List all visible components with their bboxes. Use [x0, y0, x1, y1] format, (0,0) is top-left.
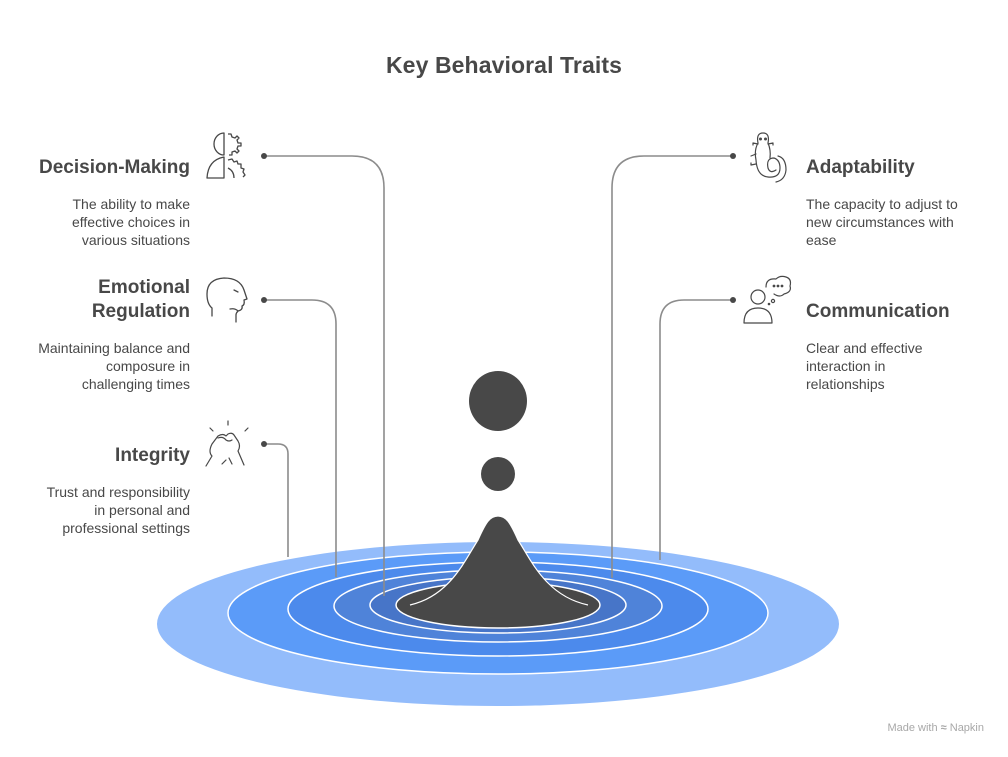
diagram-title: Key Behavioral Traits [385, 52, 623, 78]
drop-large [469, 371, 527, 431]
footer-made-with: Made with [887, 722, 938, 734]
connector-integrity [264, 443, 289, 557]
desc-line: composure in [105, 358, 190, 374]
desc-line: ease [806, 232, 837, 248]
handshake-icon [205, 420, 249, 467]
desc-line: Clear and effective [806, 340, 923, 356]
desc-line: The ability to make [72, 196, 191, 212]
connector-dot-decision-making [261, 153, 267, 159]
napkin-logo-icon: ≈ [940, 722, 947, 734]
trait-title-integrity: Integrity [115, 445, 190, 466]
title-line: Emotional [98, 277, 190, 298]
trait-desc-integrity: Trust and responsibility in personal and… [47, 483, 190, 537]
brain-gear-icon [206, 132, 246, 179]
desc-line: interaction in [806, 358, 886, 374]
trait-desc-emotional-regulation: Maintaining balance and composure in cha… [38, 339, 190, 393]
trait-title-emotional-regulation: Emotional Regulation [92, 276, 190, 324]
trait-title-adaptability: Adaptability [806, 157, 915, 178]
desc-line: challenging times [81, 376, 190, 392]
footer-brand[interactable]: Napkin [949, 722, 984, 734]
connector-dot-communication [730, 297, 736, 303]
desc-line: The capacity to adjust to [806, 196, 958, 212]
trait-title-decision-making: Decision-Making [39, 157, 190, 178]
connectors [264, 155, 733, 596]
footer-attribution: Made with ≈ Napkin [887, 722, 984, 734]
trait-desc-communication: Clear and effective interaction in relat… [806, 339, 922, 393]
desc-line: Maintaining balance and [38, 340, 190, 356]
connector-dots [261, 153, 736, 447]
title-line: Regulation [91, 301, 190, 322]
connector-adaptability [611, 155, 733, 578]
desc-line: Trust and responsibility [46, 484, 190, 500]
connector-dot-integrity [261, 441, 267, 447]
splash-peak-highlight [409, 515, 589, 606]
trait-title-communication: Communication [806, 301, 950, 322]
desc-line: relationships [806, 376, 885, 392]
trait-desc-adaptability: The capacity to adjust to new circumstan… [806, 195, 958, 249]
trait-desc-decision-making: The ability to make effective choices in… [72, 195, 190, 249]
desc-line: in personal and [94, 502, 190, 518]
drop-small [481, 457, 515, 491]
lizard-icon [750, 132, 787, 183]
connector-communication [659, 299, 733, 560]
person-speech-bubble-icon [743, 275, 792, 324]
calm-head-icon [206, 277, 248, 323]
connector-dot-emotional-regulation [261, 297, 267, 303]
splash-peak [410, 516, 588, 605]
desc-line: professional settings [62, 520, 190, 536]
desc-line: various situations [81, 232, 190, 248]
desc-line: effective choices in [71, 214, 190, 230]
connector-decision-making [264, 155, 385, 596]
connector-emotional-regulation [264, 299, 337, 577]
connector-dot-adaptability [730, 153, 736, 159]
desc-line: new circumstances with [806, 214, 954, 230]
